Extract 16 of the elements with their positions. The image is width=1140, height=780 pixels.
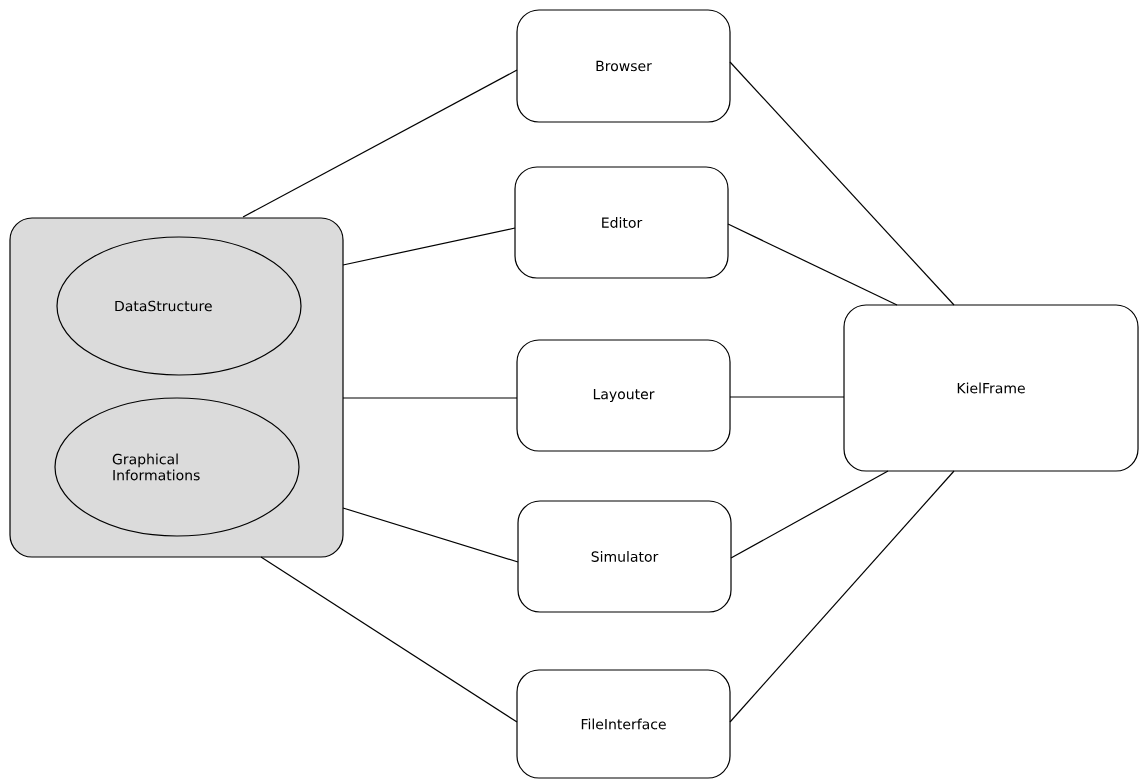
connector-line [342,507,519,563]
connector-line [342,397,518,399]
component-box: KielFrame [843,304,1139,472]
connector-line [260,556,518,723]
component-box: FileInterface [516,669,731,779]
connector-line [729,396,845,398]
connector-line [727,223,898,306]
connector-line [729,470,955,723]
component-box: Simulator [517,500,732,613]
connector-line [342,227,516,266]
connector-line [729,61,955,306]
component-box: Browser [516,9,731,123]
component-box: Layouter [516,339,731,452]
connector-line [730,470,889,559]
connector-line [242,69,518,218]
component-box: Editor [514,166,729,279]
